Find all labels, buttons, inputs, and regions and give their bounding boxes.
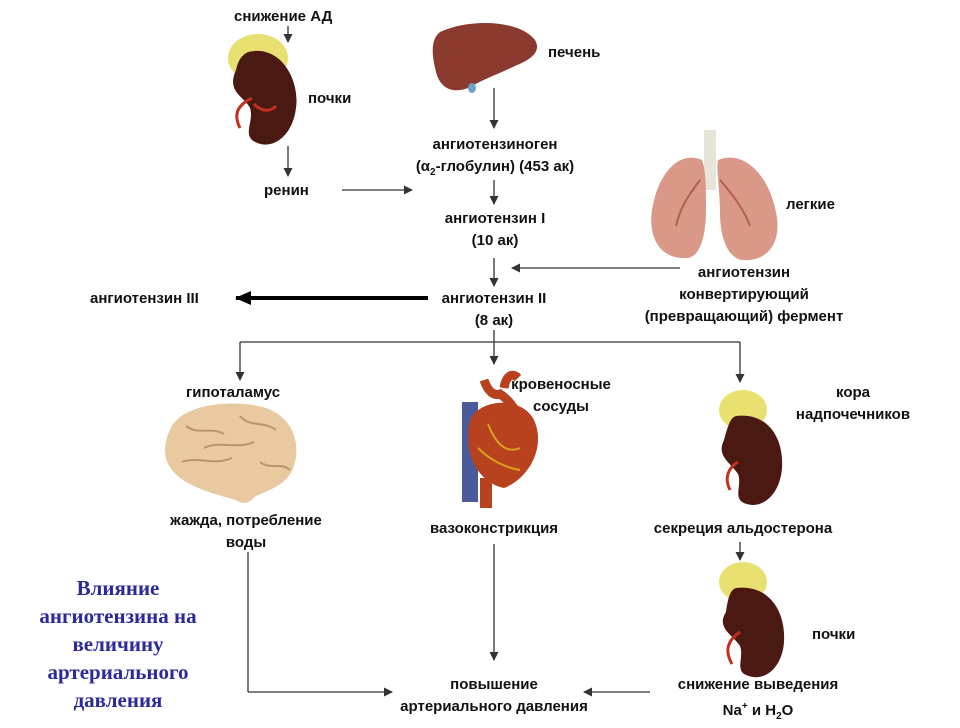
- kidney-top-illustration: [228, 34, 297, 145]
- label-angiotensin-3: ангиотензин III: [90, 290, 199, 307]
- heart-illustration: [462, 370, 539, 508]
- brain-illustration: [165, 403, 297, 503]
- label-renin: ренин: [264, 182, 309, 199]
- label-adrenal-cortex: кора надпочечников: [795, 384, 911, 423]
- label-liver: печень: [548, 44, 601, 61]
- label-bp-decrease: снижение АД: [234, 8, 333, 25]
- label-aldosterone-secretion: секреция альдостерона: [653, 520, 833, 537]
- label-thirst: жажда, потребление воды: [170, 512, 322, 551]
- kidney-adrenal-illustration: [719, 390, 783, 505]
- label-lungs: легкие: [786, 196, 835, 213]
- slide-title: Влияние ангиотензина на величину артериа…: [39, 576, 197, 712]
- label-ace: ангиотензин конвертирующий (превращающий…: [644, 264, 844, 325]
- label-bp-increase: повышение артериального давления: [400, 676, 588, 715]
- label-kidneys-top: почки: [308, 90, 352, 107]
- label-vasoconstriction: вазоконстрикция: [429, 520, 559, 537]
- label-hypothalamus: гипоталамус: [186, 384, 281, 401]
- kidney-bottom-illustration: [719, 562, 785, 678]
- liver-illustration: [432, 22, 538, 93]
- arrows: [235, 26, 745, 697]
- label-blood-vessels: кровеносные сосуды: [511, 376, 611, 415]
- label-angiotensin-2: ангиотензин II (8 ак): [441, 290, 547, 329]
- lungs-illustration: [651, 130, 778, 261]
- label-angiotensinogen: ангиотензиноген (α2-глобулин) (453 ак): [415, 136, 575, 178]
- label-angiotensin-1: ангиотензин I (10 ак): [444, 210, 546, 249]
- label-reduced-excretion: снижение выведения Na+ и H2O: [677, 676, 839, 722]
- label-kidneys-bottom: почки: [812, 626, 856, 643]
